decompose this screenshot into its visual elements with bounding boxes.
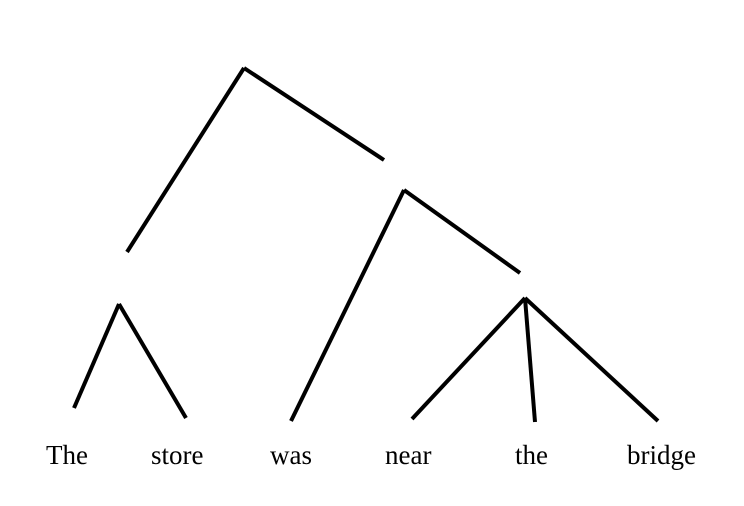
np-right-branch [117,302,188,420]
leaf-word-bridge: bridge [627,440,696,470]
pp-right-branch [523,296,660,423]
leaf-word-the: The [46,440,88,470]
leaf-word-near: near [385,440,431,470]
root-right-branch [242,66,386,162]
pp-left-branch [410,296,527,421]
vp-left-branch [289,189,406,422]
np-left-branch [72,303,121,409]
leaf-word-store: store [151,440,204,470]
root-left-branch [125,66,246,254]
pp-middle-branch [523,297,537,423]
leaf-word-was: was [270,440,312,470]
vp-right-branch [402,188,522,275]
leaf-word-the-2: the [515,440,548,470]
